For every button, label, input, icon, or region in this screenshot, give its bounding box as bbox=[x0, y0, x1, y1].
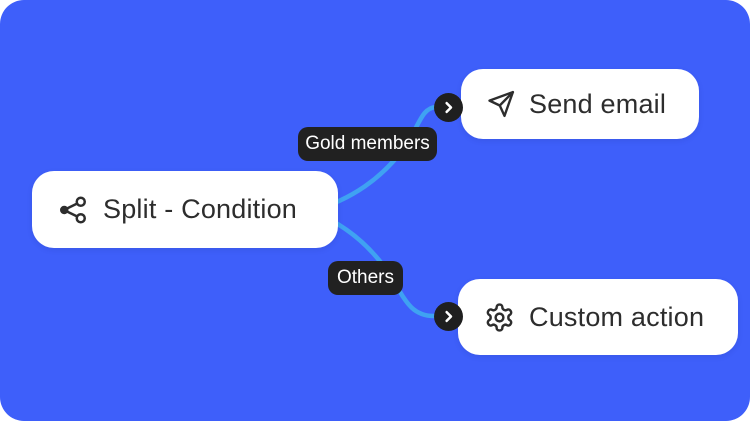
edge-label-text: Gold members bbox=[305, 133, 430, 154]
node-label: Split - Condition bbox=[103, 194, 297, 224]
edge-label-gold-members[interactable]: Gold members bbox=[298, 127, 437, 161]
node-split-condition[interactable]: Split - Condition bbox=[32, 171, 338, 248]
node-label: Send email bbox=[529, 88, 667, 119]
send-icon bbox=[486, 89, 516, 119]
gear-icon bbox=[484, 302, 515, 333]
node-label: Custom action bbox=[529, 301, 705, 332]
node-entry-badge-send-email[interactable] bbox=[434, 93, 463, 122]
node-send-email[interactable]: Send email bbox=[461, 69, 699, 139]
edge-label-text: Others bbox=[336, 267, 395, 288]
chevron-right-icon bbox=[445, 310, 453, 323]
chevron-right-icon bbox=[445, 101, 453, 114]
node-custom-action[interactable]: Custom action bbox=[458, 279, 738, 355]
edge-label-others[interactable]: Others bbox=[328, 261, 403, 295]
node-entry-badge-custom-action[interactable] bbox=[434, 302, 463, 331]
split-icon bbox=[58, 195, 88, 225]
